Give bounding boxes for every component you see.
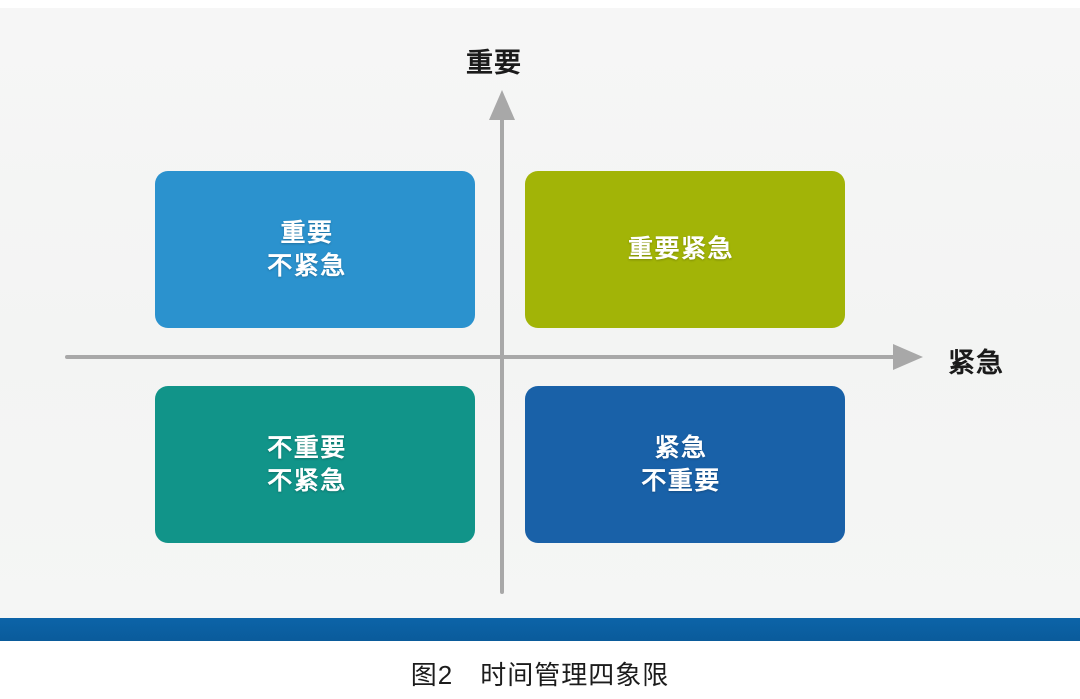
quadrant-label-group: 紧急 不重要 (641, 432, 721, 498)
quadrant-label-line: 重要 (280, 218, 334, 247)
footer-rule (0, 618, 1080, 641)
quadrant-label-group: 不重要 不紧急 (267, 432, 347, 498)
quadrant-label-line: 不紧急 (267, 251, 347, 280)
quadrant-label-group: 重要紧急 (628, 233, 734, 266)
y-axis-label: 重要 (466, 48, 522, 78)
quadrant-label-line: 不紧急 (267, 466, 347, 495)
figure-canvas: 重要 紧急 重要 不紧急 重要紧急 不重要 不紧急 (0, 8, 1080, 618)
quadrant-label-line: 不重要 (267, 433, 347, 462)
x-axis-label: 紧急 (948, 348, 1004, 378)
quadrant-label-line: 紧急 (654, 433, 708, 462)
x-axis-line (65, 355, 895, 359)
quadrant-not-important-not-urgent[interactable]: 不重要 不紧急 (155, 386, 484, 550)
quadrant-label-group: 重要 不紧急 (267, 217, 347, 283)
arrow-right-icon (893, 344, 923, 370)
quadrant-important-urgent[interactable]: 重要紧急 (525, 171, 854, 335)
quadrant-label-line: 不重要 (641, 466, 721, 495)
y-axis-line (500, 116, 504, 594)
quadrant-urgent-not-important[interactable]: 紧急 不重要 (525, 386, 854, 550)
arrow-up-icon (489, 90, 515, 120)
quadrant-label-line: 重要紧急 (627, 235, 734, 263)
quadrant-important-not-urgent[interactable]: 重要 不紧急 (155, 171, 484, 335)
figure-caption: 图2 时间管理四象限 (410, 660, 670, 690)
